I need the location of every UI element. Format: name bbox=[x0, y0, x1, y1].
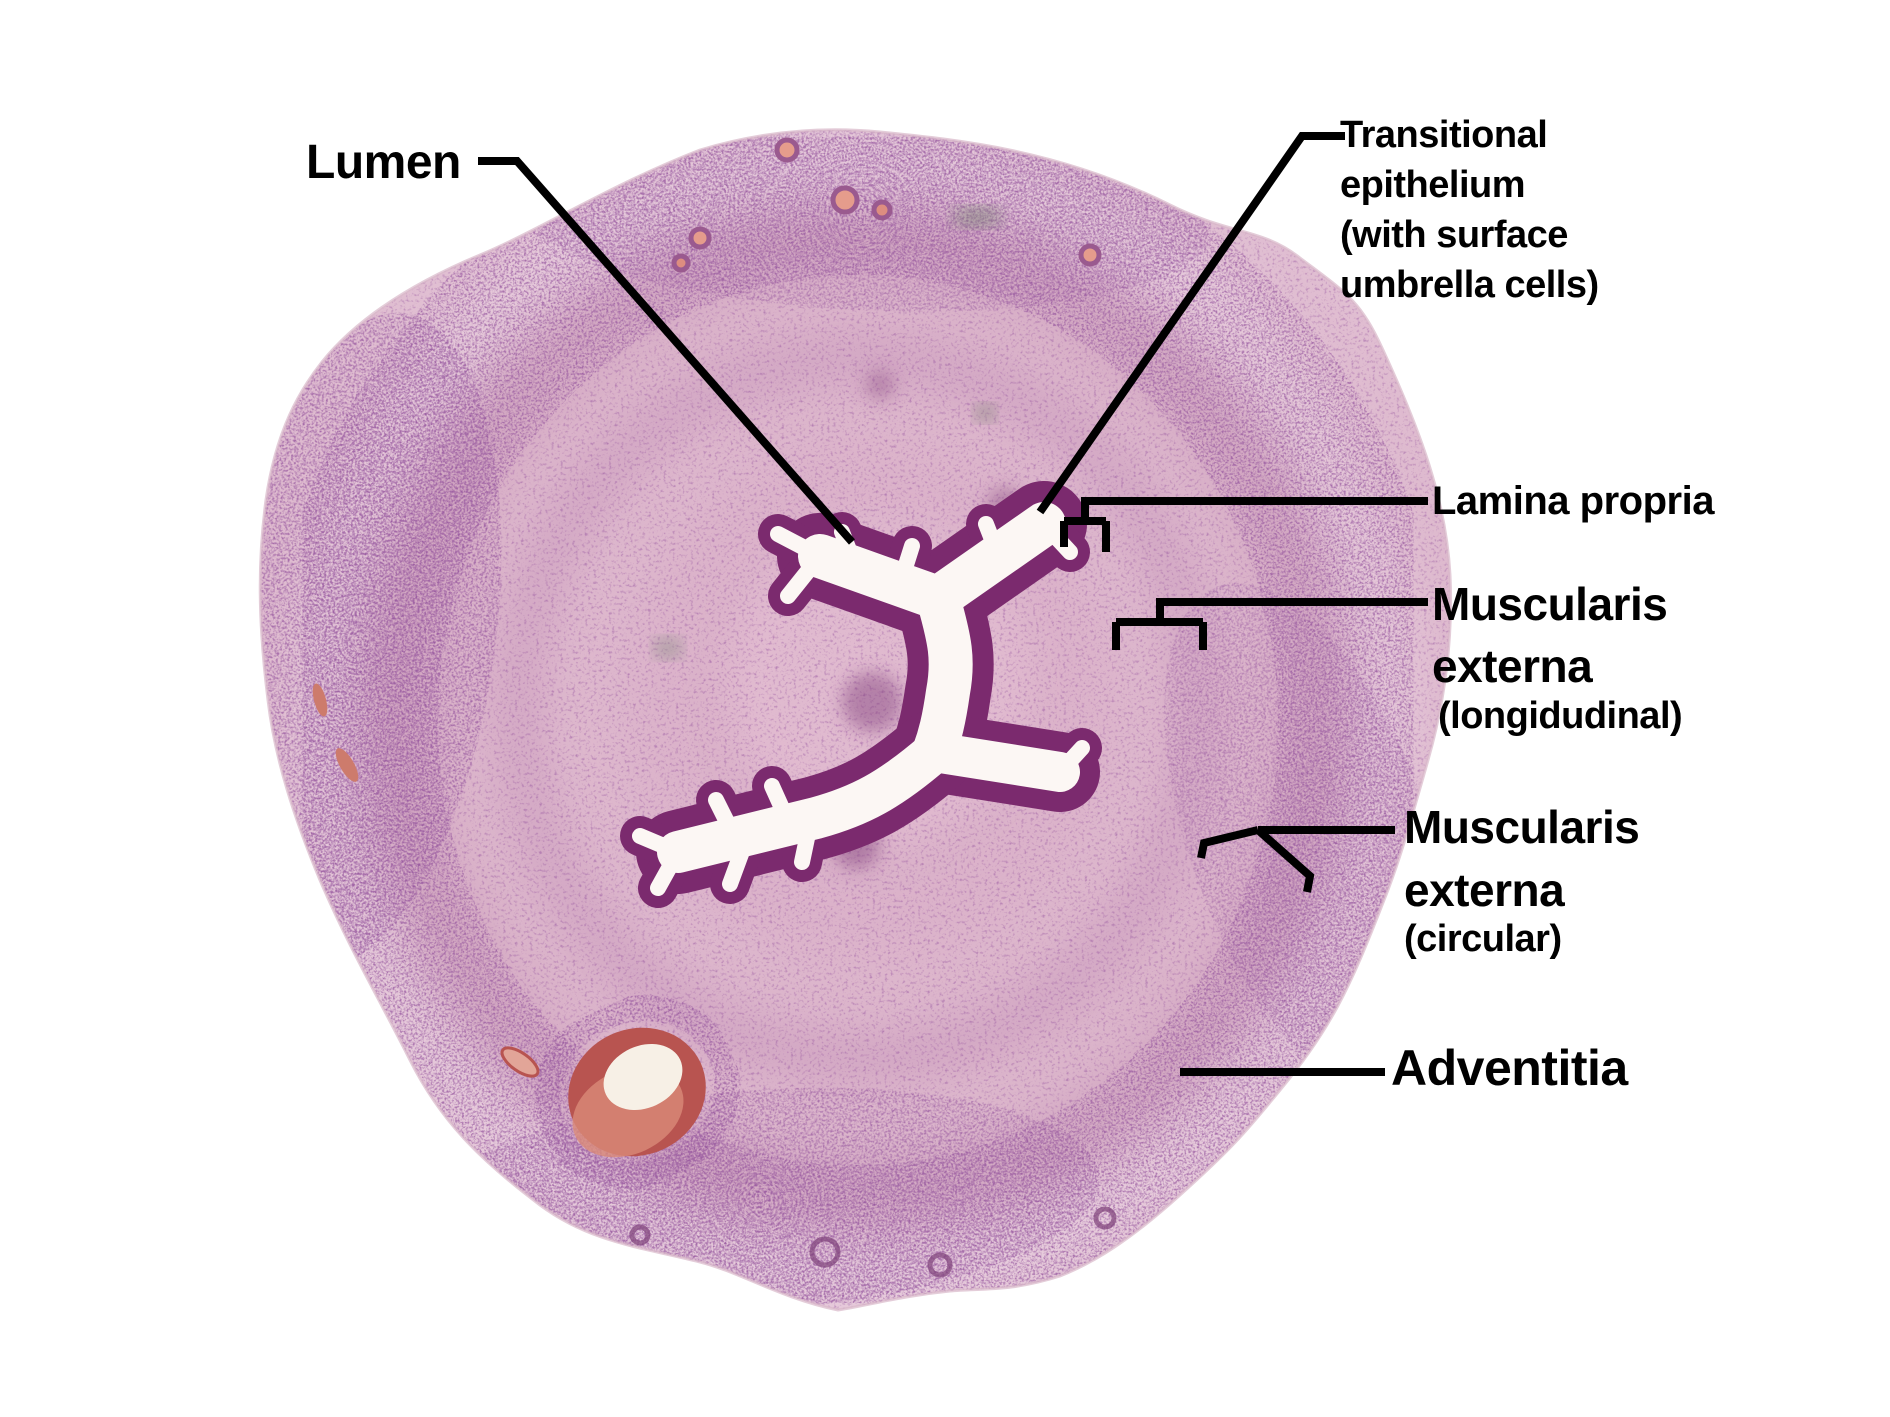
gray-smudge-left bbox=[652, 636, 684, 660]
label-lamina-propria: Lamina propria bbox=[1432, 479, 1714, 523]
vessel-lumen bbox=[603, 1043, 683, 1111]
label-muscularis-longitudinal-line1: Muscularis bbox=[1432, 578, 1668, 630]
label-muscularis-longitudinal-line2: externa bbox=[1432, 640, 1593, 692]
small-vessels-bottom bbox=[629, 1206, 1117, 1278]
label-transitional-line2: epithelium bbox=[1340, 164, 1526, 207]
label-transitional-line1: Transitional bbox=[1340, 114, 1548, 156]
label-muscularis-longitudinal-line3: (longidudinal) bbox=[1438, 695, 1683, 737]
label-muscularis-circular-line2: externa bbox=[1404, 864, 1565, 916]
label-muscularis-circular-line1: Muscularis bbox=[1404, 801, 1640, 853]
label-transitional-line3: (with surface bbox=[1340, 214, 1568, 257]
label-lumen: Lumen bbox=[306, 136, 461, 189]
label-muscularis-circular-line3: (circular) bbox=[1404, 918, 1562, 960]
blood-vessel bbox=[500, 995, 741, 1189]
label-transitional-epithelium: Transitional epithelium (with surface um… bbox=[1340, 110, 1599, 311]
gray-smudge-center bbox=[973, 403, 997, 423]
lumen-shape bbox=[632, 502, 1090, 896]
label-transitional-line4: umbrella cells) bbox=[1340, 264, 1599, 307]
gray-smudge-top bbox=[951, 206, 1003, 228]
label-adventitia: Adventitia bbox=[1391, 1040, 1628, 1096]
